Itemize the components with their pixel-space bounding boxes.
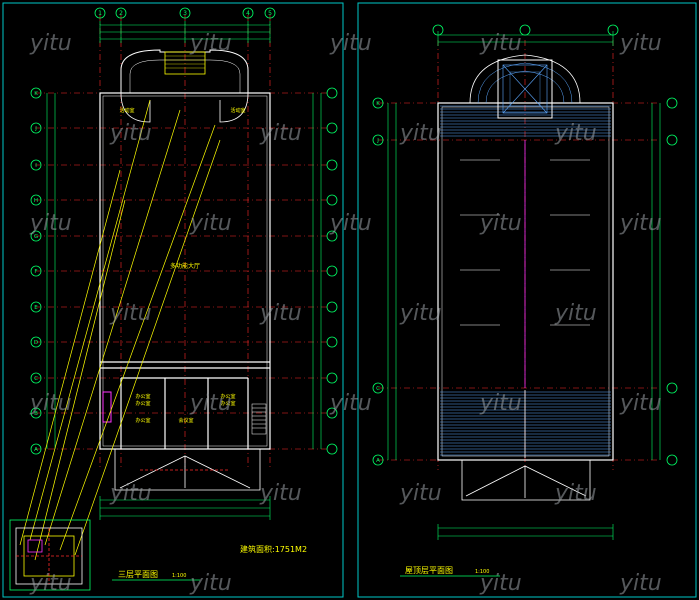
watermark: yitu <box>479 571 522 596</box>
left-room-c-label: 办公室 <box>220 393 235 400</box>
left-axis-1: 1 <box>98 10 102 17</box>
right-axis-bubbles <box>372 24 678 466</box>
right-sheet-frame <box>357 2 697 598</box>
left-axis-c: C <box>34 376 38 382</box>
left-axis-k: K <box>34 91 38 97</box>
left-floor-plan: 1 2 3 4 5 K J I H G F E D <box>9 7 338 591</box>
left-top-tower <box>120 49 249 123</box>
left-axis-2: 2 <box>119 10 123 17</box>
left-axis-4: 4 <box>246 10 250 17</box>
right-roof-dome <box>469 54 581 119</box>
watermark: yitu <box>329 31 372 56</box>
left-axis-j: J <box>34 126 37 132</box>
watermark: yitu <box>109 301 152 326</box>
watermark: yitu <box>189 211 232 236</box>
left-stair-right <box>251 403 267 435</box>
watermark: yitu <box>259 121 302 146</box>
left-axis-b: B <box>34 411 38 417</box>
left-axis-lines-horizontal <box>35 92 330 450</box>
left-room-top-left: 活动室 <box>119 107 134 114</box>
watermark: yitu <box>479 211 522 236</box>
left-dimensions-sides <box>46 93 322 449</box>
left-axis-a: A <box>34 447 38 453</box>
watermark: yitu <box>259 301 302 326</box>
left-hall-label: 多功能大厅 <box>170 262 200 270</box>
watermark: yitu <box>189 571 232 596</box>
right-sheet-scale: 1:100 <box>475 569 489 575</box>
watermark: yitu <box>619 391 662 416</box>
right-axis-a: A <box>376 458 380 464</box>
watermark: yitu <box>554 481 597 506</box>
left-building-walls <box>99 92 271 450</box>
left-area-label: 建筑面积:1751M2 <box>240 544 307 554</box>
watermark: yitu <box>479 391 522 416</box>
right-slope-arrows <box>460 159 590 326</box>
watermark: yitu <box>29 391 72 416</box>
left-room-sub-a-label: 办公室 <box>135 400 150 407</box>
watermark: yitu <box>189 391 232 416</box>
left-dimensions-top <box>99 21 271 43</box>
left-dimensions-bottom <box>99 496 271 520</box>
left-axis-bubbles-side <box>30 87 338 455</box>
left-sheet-frame <box>2 2 344 598</box>
left-room-d-label: 会议室 <box>178 417 193 424</box>
watermark: yitu <box>554 121 597 146</box>
left-axis-5: 5 <box>268 10 272 17</box>
left-sheet-scale: 1:100 <box>172 573 186 579</box>
right-roof-hatch-bottom <box>440 391 611 456</box>
right-dimensions <box>387 31 661 540</box>
left-axis-3: 3 <box>183 10 187 17</box>
watermark: yitu <box>29 31 72 56</box>
watermark: yitu <box>619 211 662 236</box>
left-axis-h: H <box>34 198 38 204</box>
left-sheet-title: 三层平面图 <box>118 570 158 579</box>
watermark: yitu <box>399 301 442 326</box>
right-roof-plan: K J C A 屋顶层平面图 1:100 <box>372 24 678 577</box>
right-entrance-canopy <box>461 460 591 501</box>
left-room-b-label: 办公室 <box>135 417 150 424</box>
watermark: yitu <box>554 301 597 326</box>
left-room-sub-c-label: 办公室 <box>220 400 235 407</box>
watermark: yitu <box>29 571 72 596</box>
right-roof-hatch-top <box>440 105 611 137</box>
left-axis-bubbles-top <box>94 7 276 19</box>
watermark: yitu <box>29 211 72 236</box>
left-axis-d: D <box>34 340 38 346</box>
watermark: yitu <box>399 481 442 506</box>
watermark: yitu <box>329 391 372 416</box>
left-magenta-shaft <box>102 391 112 423</box>
watermark: yitu <box>619 31 662 56</box>
right-axis-j: J <box>376 138 379 144</box>
watermark: yitu <box>329 211 372 236</box>
watermark: yitu <box>399 121 442 146</box>
left-axis-g: G <box>34 234 38 240</box>
left-key-plan <box>9 519 91 591</box>
watermark: yitu <box>259 481 302 506</box>
right-axis-c: C <box>376 386 380 392</box>
left-axis-e: E <box>34 305 38 311</box>
left-room-a-label: 办公室 <box>135 393 150 400</box>
watermark: yitu <box>109 121 152 146</box>
left-axis-f: F <box>34 269 37 275</box>
left-axis-i: I <box>35 163 37 169</box>
left-room-top-right: 活动室 <box>230 107 245 114</box>
watermark: yitu <box>189 31 232 56</box>
right-roof-outline <box>437 102 614 461</box>
right-axis-k: K <box>376 101 380 107</box>
right-axis-lines-vertical <box>437 40 614 470</box>
watermark: yitu <box>619 571 662 596</box>
watermark: yitu <box>109 481 152 506</box>
left-entrance-canopy <box>114 449 261 491</box>
left-axis-lines-vertical <box>99 15 271 470</box>
watermark: yitu <box>479 31 522 56</box>
left-leader-lines <box>19 99 221 561</box>
right-sheet-title: 屋顶层平面图 <box>405 566 453 575</box>
watermark-layer: yitu yitu yitu yitu yitu yitu yitu yitu … <box>29 31 662 596</box>
